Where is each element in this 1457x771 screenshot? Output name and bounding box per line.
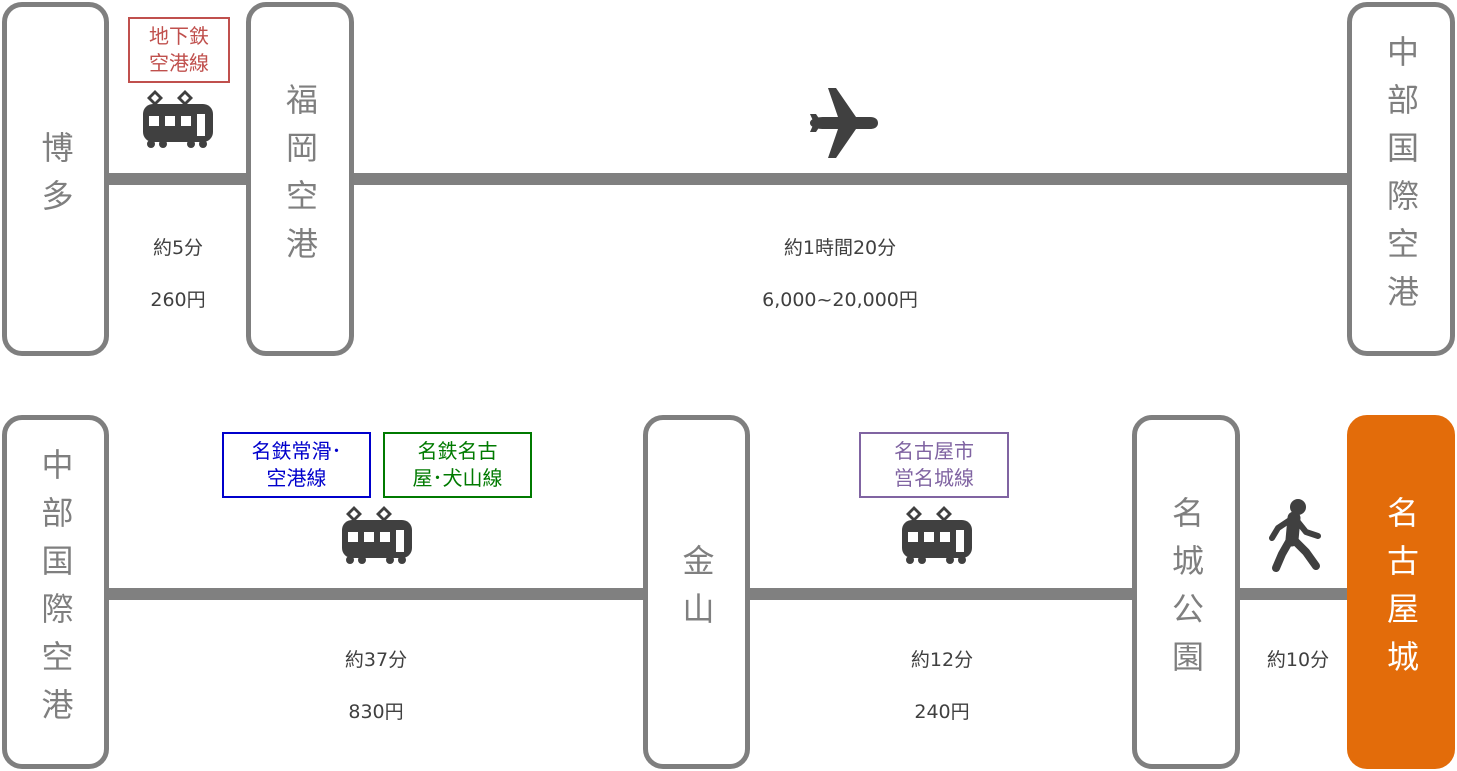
travel-time: 約37分 — [344, 649, 408, 671]
destination-name: 名古屋城 — [1382, 496, 1420, 688]
station-chubu-airport: 中部国際空港 — [2, 415, 109, 769]
station-name: 中部国際空港 — [36, 448, 75, 736]
line-badge-meijo-line: 名古屋市 営名城線 — [859, 432, 1009, 498]
line-badge-meitetsu-nagoya-inuyama: 名鉄名古 屋･犬山線 — [383, 432, 532, 498]
route-line-row1-seg1 — [105, 173, 250, 185]
airplane-icon — [810, 88, 878, 158]
station-name: 福岡空港 — [281, 83, 319, 275]
train-icon — [902, 506, 972, 564]
route-line-row2-seg1 — [105, 588, 650, 600]
station-name: 博多 — [36, 131, 75, 227]
walking-person-icon — [1269, 499, 1321, 572]
travel-time: 約1時間20分 — [783, 237, 897, 259]
line-badge-subway-airport: 地下鉄 空港線 — [128, 17, 230, 83]
station-name: 金山 — [677, 544, 716, 640]
travel-time: 約10分 — [1266, 649, 1330, 671]
route-line-row2-seg2 — [745, 588, 1140, 600]
fare: 260円 — [150, 289, 206, 311]
line-badge-meitetsu-tokoname: 名鉄常滑･ 空港線 — [222, 432, 371, 498]
station-fukuoka-airport: 福岡空港 — [246, 2, 354, 356]
train-icon — [143, 90, 213, 148]
station-meijo-koen: 名城公園 — [1132, 415, 1240, 769]
travel-time: 約5分 — [152, 237, 204, 259]
station-name: 中部国際空港 — [1382, 35, 1420, 323]
station-name: 名城公園 — [1167, 496, 1205, 688]
station-chubu-airport: 中部国際空港 — [1347, 2, 1455, 356]
station-hakata: 博多 — [2, 2, 109, 356]
train-icon — [342, 506, 412, 564]
route-line-row2-seg3 — [1236, 588, 1351, 600]
fare: 240円 — [914, 701, 970, 723]
fare: 830円 — [348, 701, 404, 723]
travel-time: 約12分 — [910, 649, 974, 671]
destination-nagoya-castle: 名古屋城 — [1347, 415, 1455, 769]
route-line-row1-seg2 — [350, 173, 1350, 185]
station-kanayama: 金山 — [643, 415, 750, 769]
fare: 6,000~20,000円 — [762, 289, 918, 311]
